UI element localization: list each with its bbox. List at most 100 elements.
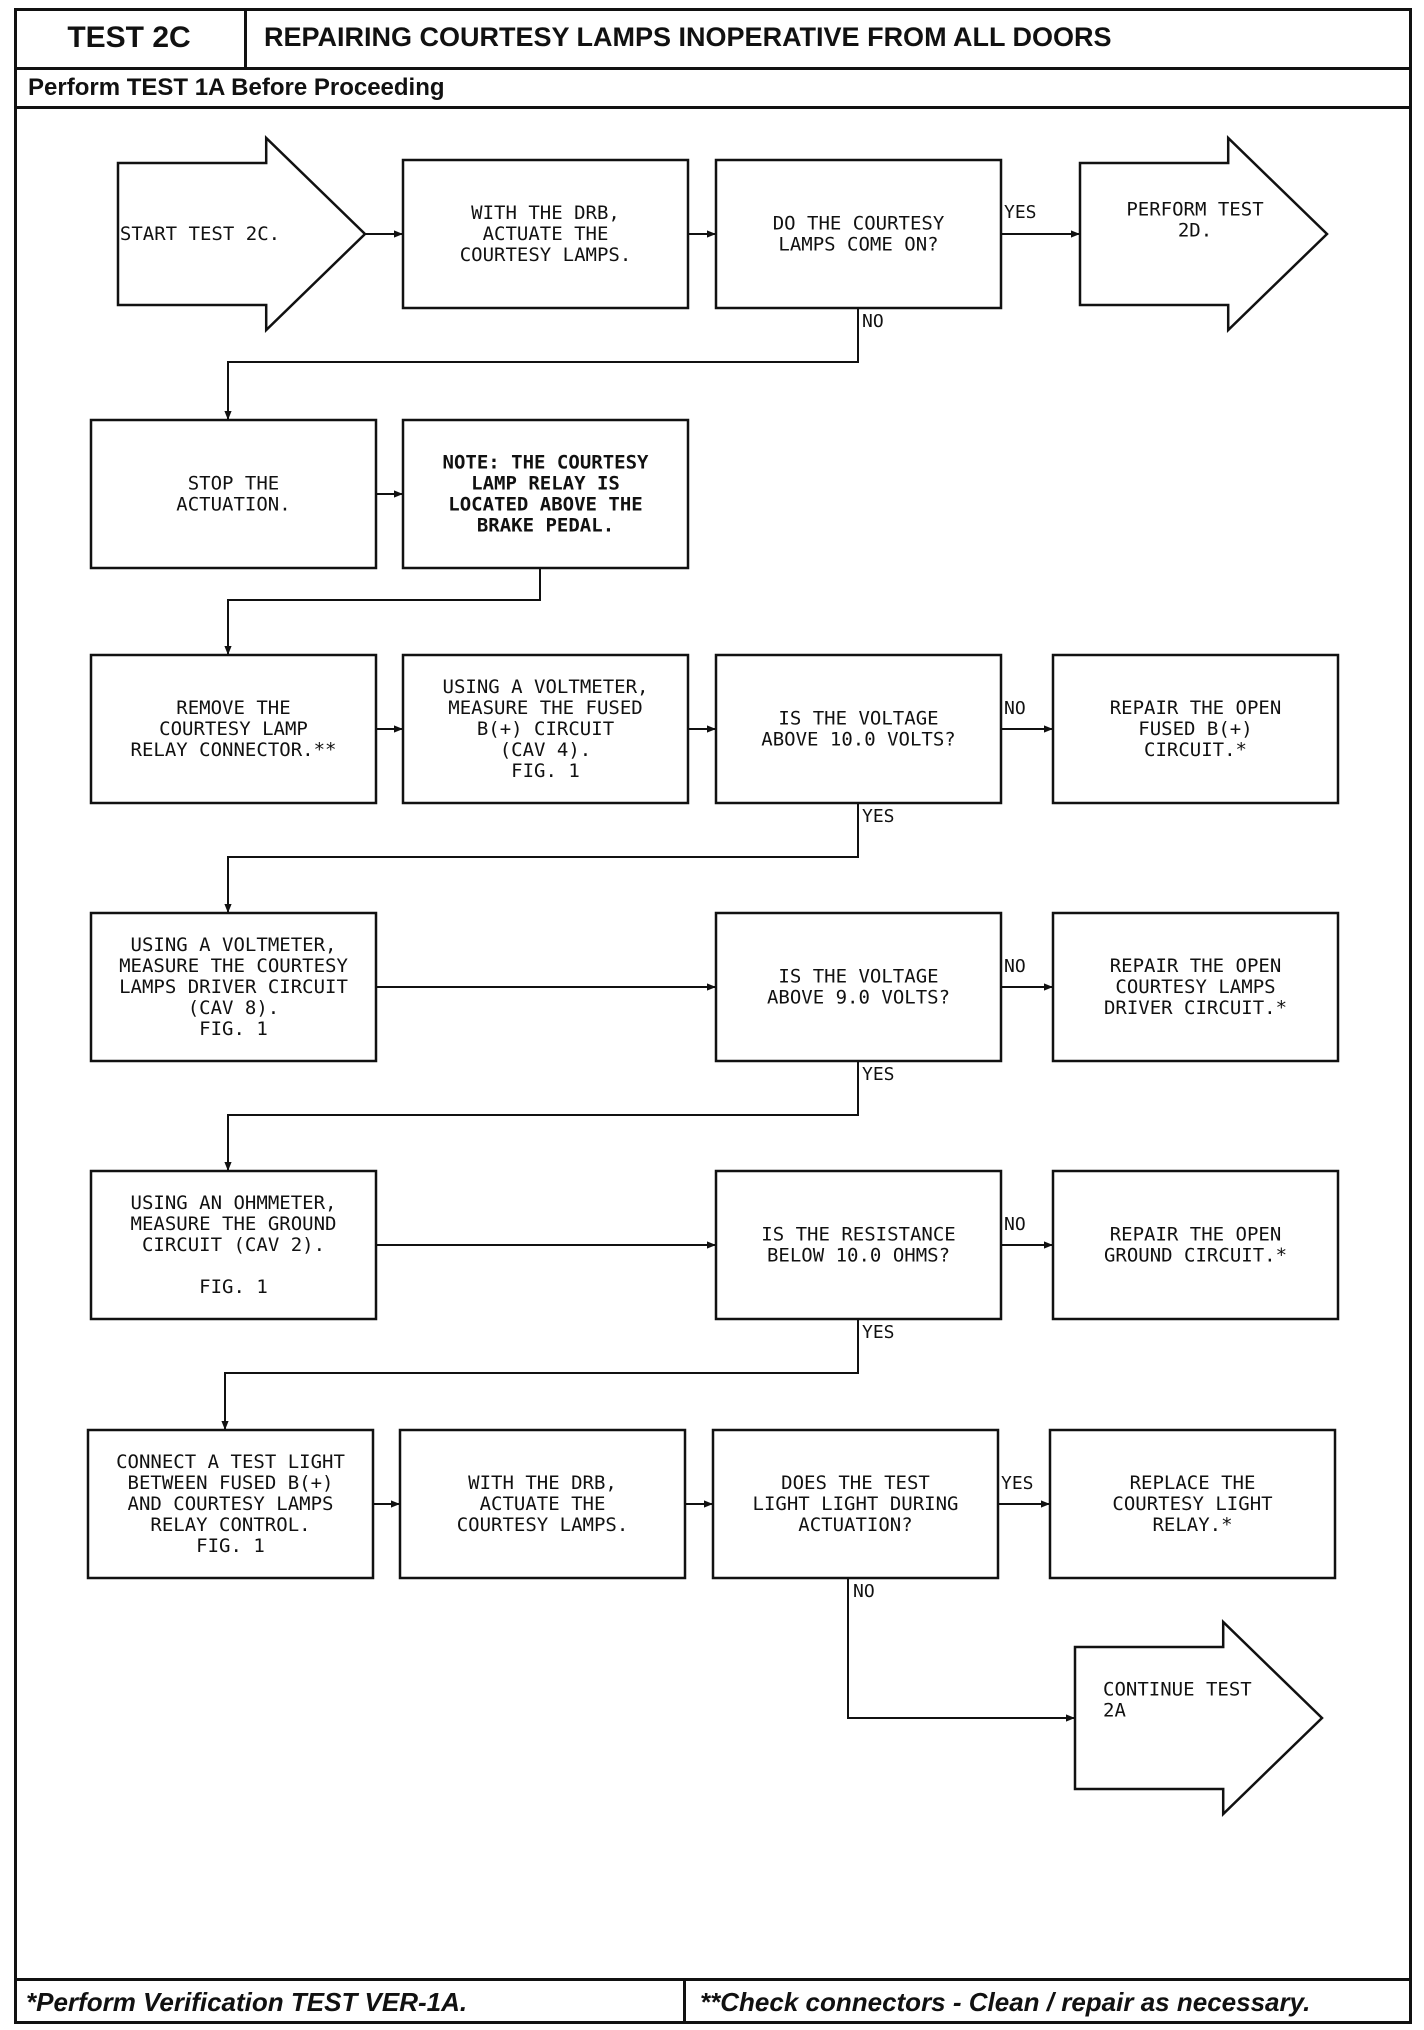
footer-note-connectors: **Check connectors - Clean / repair as n… (700, 1987, 1311, 2017)
node-text-line: IS THE VOLTAGE (778, 708, 938, 730)
node-text-line: FIG. 1 (196, 1535, 265, 1557)
edge-q-lamps-no (224, 308, 859, 420)
node-text-line: USING A VOLTMETER, (443, 676, 649, 698)
node-text-line: RELAY CONTROL. (150, 1514, 310, 1536)
node-text-line: ACTUATION. (176, 494, 290, 516)
node-text-line: 2A (1103, 1700, 1126, 1722)
node-shape (711, 1428, 1000, 1580)
node-text-line: BELOW 10.0 OHMS? (767, 1245, 950, 1267)
node-shape (1051, 653, 1340, 805)
edge-label-no: NO (862, 311, 884, 332)
node-text-line: 2D. (1178, 220, 1212, 242)
node-shape (714, 158, 1003, 310)
page-title: REPAIRING COURTESY LAMPS INOPERATIVE FRO… (264, 22, 1112, 52)
edge-label-yes: YES (862, 1322, 895, 1343)
node-text-line: COURTESY LAMPS (1115, 976, 1275, 998)
node-shape (1078, 135, 1329, 333)
node-shape (714, 1169, 1003, 1321)
node-text-line: RELAY CONNECTOR.** (131, 739, 337, 761)
node-text-line: (CAV 4). (500, 739, 592, 761)
node-text-line: DRIVER CIRCUIT.* (1104, 997, 1287, 1019)
node-text-line: ACTUATION? (798, 1514, 912, 1536)
edge-label-no: NO (1004, 956, 1026, 977)
edge-q-v9-yes (224, 1061, 859, 1171)
footer-note-verification: *Perform Verification TEST VER-1A. (14, 1981, 686, 2024)
node-text-line: CONTINUE TEST (1103, 1679, 1252, 1701)
node-shape (401, 418, 690, 570)
node-shape (714, 653, 1003, 805)
edge-label-no: NO (853, 1581, 875, 1602)
node-text-line: MEASURE THE FUSED (448, 697, 642, 719)
node-shape (1051, 911, 1340, 1063)
node-text-line: FUSED B(+) (1138, 718, 1252, 740)
edge-q-res-yes (221, 1319, 859, 1430)
node-text-line: LIGHT LIGHT DURING (753, 1493, 959, 1515)
node-shape (89, 911, 378, 1063)
node-text-line: COURTESY LAMP (159, 718, 308, 740)
edge-q-light-no (847, 1578, 1075, 1722)
edge-note-to-remove (224, 568, 541, 655)
node-text-line: COURTESY LAMPS. (457, 1514, 629, 1536)
node-text-line: B(+) CIRCUIT (477, 718, 614, 740)
edge-label-yes: YES (862, 806, 895, 827)
node-text-line: LOCATED ABOVE THE (448, 494, 642, 516)
node-text-line: DO THE COURTESY (773, 213, 945, 235)
node-text-line: LAMPS DRIVER CIRCUIT (119, 976, 348, 998)
node-text-line: (CAV 8). (188, 997, 280, 1019)
prerequisite-row: Perform TEST 1A Before Proceeding (14, 70, 1412, 109)
node-text-line: RELAY.* (1152, 1514, 1232, 1536)
node-shape (89, 418, 378, 570)
node-text-line: USING A VOLTMETER, (131, 934, 337, 956)
node-text-line: PERFORM TEST (1126, 199, 1263, 221)
node-text-line: CIRCUIT (CAV 2). (142, 1234, 325, 1256)
header-row: TEST 2C REPAIRING COURTESY LAMPS INOPERA… (14, 8, 1412, 70)
node-text-line: FIG. 1 (199, 1276, 268, 1298)
node-text-line: FIG. 1 (511, 760, 580, 782)
node-text-line: IS THE RESISTANCE (761, 1224, 955, 1246)
node-text-line: BETWEEN FUSED B(+) (128, 1472, 334, 1494)
node-shape (398, 1428, 687, 1580)
node-shape (401, 653, 690, 805)
node-text-line: ACTUATE THE (480, 1493, 606, 1515)
node-shape (89, 653, 378, 805)
node-text-line: REMOVE THE (176, 697, 290, 719)
node-measure-gnd: USING AN OHMMETER,MEASURE THE GROUNDCIRC… (89, 1169, 378, 1321)
prerequisite-note: Perform TEST 1A Before Proceeding (28, 74, 445, 101)
node-text-line: CIRCUIT.* (1144, 739, 1247, 761)
node-text-line: NOTE: THE COURTESY (443, 452, 649, 474)
node-text-line: REPLACE THE (1130, 1472, 1256, 1494)
edge-label-no: NO (1004, 698, 1026, 719)
node-measure-b: USING A VOLTMETER,MEASURE THE FUSEDB(+) … (401, 653, 690, 805)
node-shape (89, 1169, 378, 1321)
node-text-line: LAMPS COME ON? (778, 234, 938, 256)
node-text-line: USING AN OHMMETER, (131, 1192, 337, 1214)
edge-label-yes: YES (1004, 202, 1037, 223)
node-text-line: LAMP RELAY IS (471, 473, 620, 495)
node-text-line: BRAKE PEDAL. (477, 515, 614, 537)
node-shape (714, 911, 1003, 1063)
node-text-line: DOES THE TEST (781, 1472, 930, 1494)
node-text-line: REPAIR THE OPEN (1110, 697, 1282, 719)
node-text-line: REPAIR THE OPEN (1110, 1224, 1282, 1246)
node-shape (1073, 1619, 1324, 1817)
node-text-line: ACTUATE THE (483, 223, 609, 245)
node-shape (1051, 1169, 1340, 1321)
node-text-line: FIG. 1 (199, 1018, 268, 1040)
node-text-line: ABOVE 10.0 VOLTS? (761, 729, 955, 751)
node-text-line: MEASURE THE COURTESY (119, 955, 348, 977)
node-text-line: MEASURE THE GROUND (131, 1213, 337, 1235)
node-text-line: STOP THE (188, 473, 280, 495)
node-text-line: REPAIR THE OPEN (1110, 955, 1282, 977)
node-text-line: WITH THE DRB, (468, 1472, 617, 1494)
